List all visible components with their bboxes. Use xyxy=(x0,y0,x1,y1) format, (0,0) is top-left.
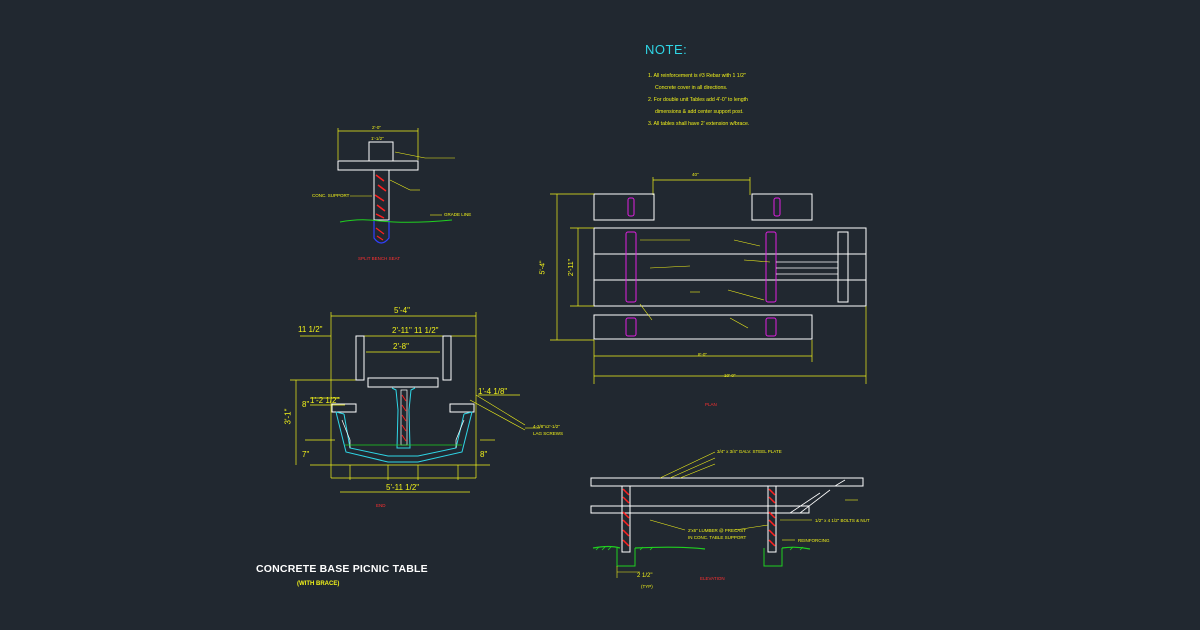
plan-dim-inner: 2'-11" xyxy=(568,258,576,277)
end-callout-2: LAG SCREWS xyxy=(533,431,564,436)
note-item-3: 3. All tables shall have 2' extension w/… xyxy=(648,121,750,127)
elevation-drawing xyxy=(590,451,864,578)
end-dim-total: 5'-4" xyxy=(394,306,410,315)
plan-dim-8: 8'-0" xyxy=(698,352,707,357)
end-dim-inner: 2'-8" xyxy=(393,342,409,351)
elev-dim: 2 1/2" xyxy=(637,573,653,579)
elevation-view-label: ELEVATION xyxy=(700,576,725,581)
elev-label-4: 1/2" x 4 1/2" BOLTS & NUT xyxy=(815,518,870,523)
elev-dim-sub: (TYP) xyxy=(641,584,653,589)
end-callout-1: 4-3/8"x2'-1/2" xyxy=(533,424,560,429)
split-bench-seat-label: SPLIT BENCH SEAT xyxy=(358,256,401,261)
end-dim-mid: 2'-11" 11 1/2" xyxy=(392,326,439,335)
plan-dim-10: 10'-0" xyxy=(724,373,736,378)
end-dim-height: 3'-1" xyxy=(283,408,293,425)
end-dim-right: 1'-4 1/8" xyxy=(478,387,508,396)
elev-label-5: REINFORCING xyxy=(798,538,830,543)
note-item-2: 2. For double unit Tables add 4'-0" to l… xyxy=(648,97,748,103)
elev-label-1: 3/4" x 3/4" GALV. STEEL PLATE xyxy=(717,449,782,454)
top-detail-dim2-label: 1'-1/2" xyxy=(371,136,384,141)
note-item-1: 1. All reinforcement is #3 Rebar with 1 … xyxy=(648,73,746,79)
grade-line-label: GRADE LINE xyxy=(444,212,472,217)
end-dim-7: 7" xyxy=(302,450,310,459)
end-dim-seat: 1'-2 1/2" xyxy=(310,396,340,405)
end-view-drawing xyxy=(290,312,540,493)
end-view-label: END xyxy=(376,503,386,508)
plan-dim-height: 5'-4" xyxy=(539,260,547,275)
elev-label-3: IN CONC. TABLE SUPPORT xyxy=(688,535,747,540)
note-item-2-cont: dimensions & add center support post. xyxy=(655,109,744,115)
conc-support-label: CONC. SUPPORT xyxy=(312,193,350,198)
end-dim-bottom: 5'-11 1/2" xyxy=(386,483,420,492)
split-bench-seat-detail xyxy=(337,128,455,244)
plan-view-label: PLAN xyxy=(705,402,717,407)
end-dim-8: 8" xyxy=(302,400,310,409)
drawing-subtitle: (WITH BRACE) xyxy=(297,581,340,587)
plan-dim-top: 40" xyxy=(692,172,699,177)
drawing-title: CONCRETE BASE PICNIC TABLE xyxy=(256,563,428,575)
elev-label-2: 2'x6" LUMBER @ PRECAST xyxy=(688,528,747,533)
top-detail-dim-label: 2'-0" xyxy=(372,125,381,130)
plan-view-drawing xyxy=(550,177,867,384)
note-item-1-cont: Concrete cover in all directions. xyxy=(655,85,728,91)
end-dim-8b: 8" xyxy=(480,450,488,459)
note-title: NOTE: xyxy=(645,42,688,57)
end-dim-left: 11 1/2" xyxy=(298,325,323,334)
